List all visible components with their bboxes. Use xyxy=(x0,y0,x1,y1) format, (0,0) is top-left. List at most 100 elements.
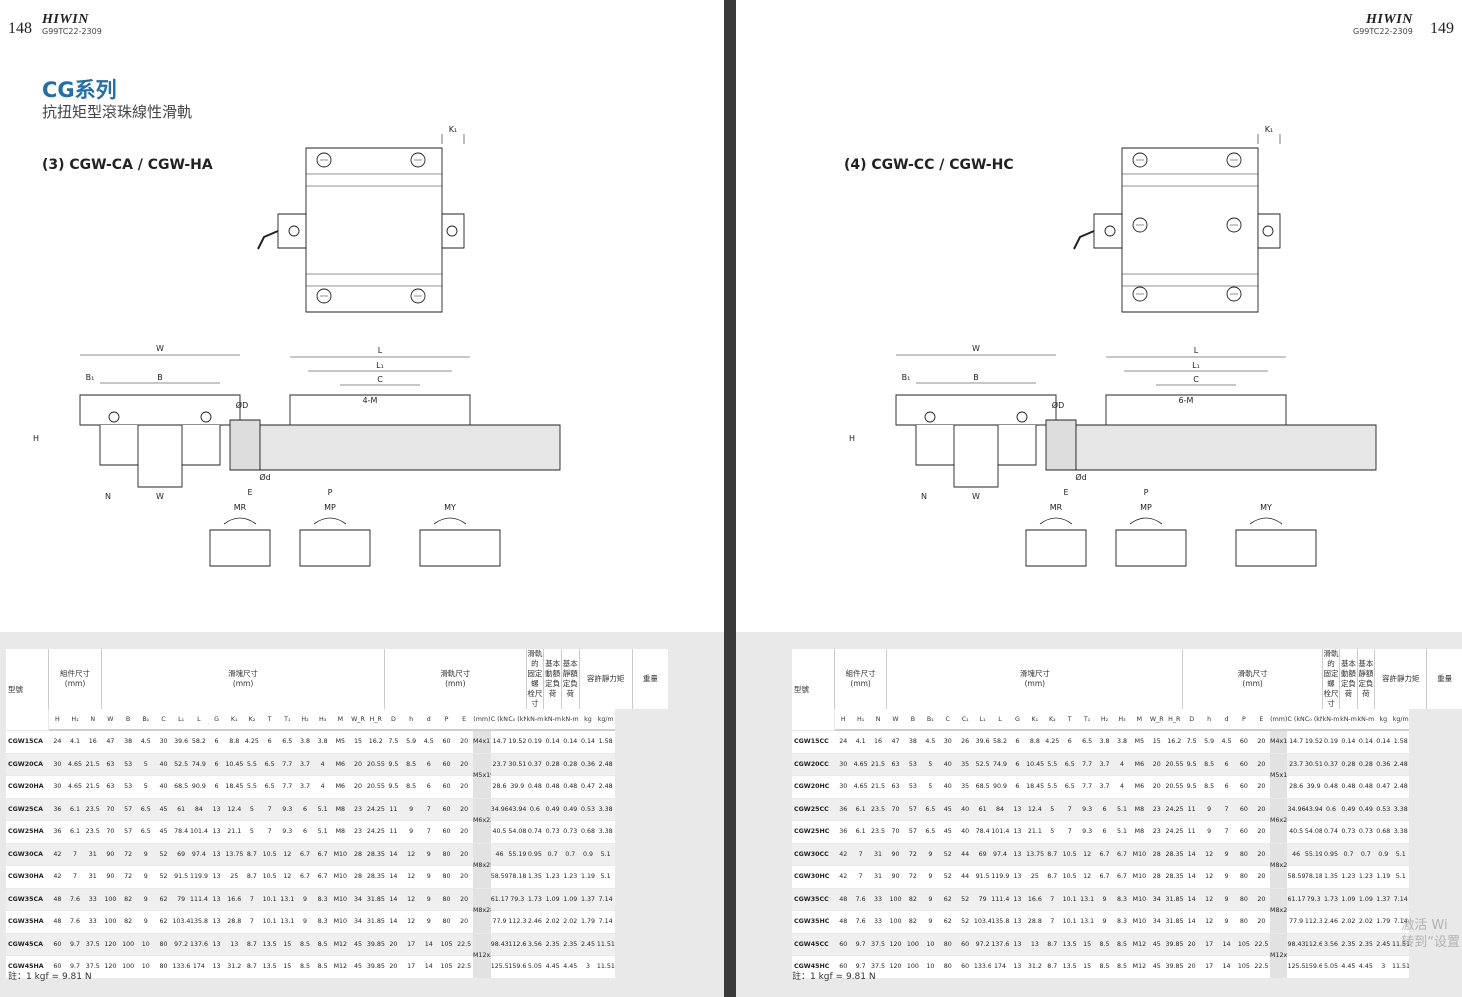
value-cell: 60 xyxy=(48,932,67,956)
value-cell: 3.7 xyxy=(296,752,314,776)
model-cell: CGW20HA xyxy=(6,775,49,798)
value-cell: 90 xyxy=(101,842,120,866)
value-cell: M12 xyxy=(1130,932,1149,956)
value-cell: 13 xyxy=(1026,932,1044,956)
value-cell: 10.45 xyxy=(1026,752,1044,776)
value-cell: 55.19 xyxy=(508,842,527,866)
col-header: kg/m xyxy=(596,709,615,731)
moment-icon xyxy=(1116,530,1186,566)
value-cell: 2.02 xyxy=(543,910,562,933)
value-cell: 6 xyxy=(296,797,314,821)
value-cell: 0.19 xyxy=(526,729,544,753)
value-cell: 11 xyxy=(1182,797,1201,821)
dimension-label: W xyxy=(972,492,980,501)
value-cell: 52 xyxy=(154,842,173,866)
col-header: kN-m xyxy=(1322,709,1340,731)
value-cell: 0.14 xyxy=(579,729,597,753)
value-cell: 2.48 xyxy=(1392,775,1410,798)
value-cell: 8.5 xyxy=(313,955,332,978)
grease-nipple xyxy=(258,231,278,249)
value-cell: 52 xyxy=(939,865,957,888)
value-cell: 80 xyxy=(154,955,173,978)
value-cell: 9 xyxy=(136,865,155,888)
value-cell: 14 xyxy=(1217,932,1236,956)
value-cell: 60 xyxy=(437,729,456,753)
col-header: B xyxy=(904,709,922,731)
value-cell: 101.4 xyxy=(190,820,208,843)
value-cell: 120 xyxy=(886,955,905,978)
value-cell: 24.25 xyxy=(1165,797,1183,821)
col-header: W_R xyxy=(349,709,367,731)
value-cell: 0.36 xyxy=(579,752,597,776)
value-cell: 12 xyxy=(1200,865,1218,888)
value-cell: 36 xyxy=(834,820,852,843)
moment-label: MP xyxy=(324,503,336,512)
dimension-label: L₁ xyxy=(1192,361,1200,370)
value-cell: M10 xyxy=(1130,910,1149,933)
value-cell: 1.09 xyxy=(1339,887,1358,911)
col-header: H₂ xyxy=(1095,709,1114,731)
value-cell: 13.75 xyxy=(225,842,244,866)
value-cell: 1.09 xyxy=(543,887,562,911)
value-cell: 46 xyxy=(490,842,509,866)
value-cell: 9.3 xyxy=(1078,797,1096,821)
model-cell: CGW35HA xyxy=(6,910,49,933)
drawing-line xyxy=(109,412,119,422)
value-cell: 13.1 xyxy=(1078,887,1096,911)
col-header: P xyxy=(1235,709,1253,731)
value-cell: 7.14 xyxy=(596,887,615,911)
value-cell: 48 xyxy=(48,910,67,933)
value-cell: 1.09 xyxy=(1357,887,1375,911)
value-cell: 8.7 xyxy=(243,842,261,866)
value-cell: 12 xyxy=(402,887,420,911)
value-cell: 137.6 xyxy=(991,932,1009,956)
value-cell: 11.51 xyxy=(596,932,615,956)
value-cell: 0.48 xyxy=(1339,775,1358,798)
value-cell: 112.66 xyxy=(1304,932,1323,956)
value-cell: 28.35 xyxy=(366,842,385,866)
rail-cross-hatch xyxy=(1046,420,1076,470)
value-cell: 12 xyxy=(278,865,297,888)
value-cell: 54.08 xyxy=(1304,820,1323,843)
value-cell: 42 xyxy=(834,842,852,866)
value-cell: 7.14 xyxy=(1392,887,1410,911)
value-cell: 28.35 xyxy=(1165,865,1183,888)
right-page: HIWIN G99TC22-2309 149 (4) CGW-CC / CGW-… xyxy=(736,0,1462,997)
value-cell: 13 xyxy=(207,955,226,978)
dimension-label: B xyxy=(973,373,979,382)
value-cell: 31 xyxy=(83,865,102,888)
model-cell: CGW25HC xyxy=(792,820,835,843)
moment-arrow xyxy=(1040,518,1072,524)
value-cell: 9 xyxy=(1217,887,1236,911)
brand-logo: HIWIN xyxy=(42,12,89,27)
value-cell: 0.74 xyxy=(1322,820,1340,843)
value-cell: 1.58 xyxy=(596,729,615,753)
value-cell: 7 xyxy=(260,820,279,843)
col-header: H₁ xyxy=(851,709,870,731)
value-cell: 0.95 xyxy=(1322,842,1340,866)
value-cell: 12 xyxy=(1078,842,1096,866)
value-cell: 58.59 xyxy=(490,865,509,888)
value-cell: 3 xyxy=(1374,955,1392,978)
col-header: E xyxy=(1252,709,1271,731)
value-cell: 6.5 xyxy=(921,797,940,821)
value-cell: 6 xyxy=(419,775,438,798)
value-cell: 9 xyxy=(921,887,940,911)
value-cell: 3.8 xyxy=(296,729,314,753)
value-cell: 15 xyxy=(1078,955,1096,978)
value-cell: 7.6 xyxy=(66,910,84,933)
value-cell: 0.49 xyxy=(543,797,562,821)
value-cell: 2.02 xyxy=(1357,910,1375,933)
value-cell: 20 xyxy=(349,775,367,798)
value-cell: 31.85 xyxy=(1165,887,1183,911)
dimension-label: C xyxy=(1193,375,1199,384)
value-cell: 20 xyxy=(384,932,403,956)
value-cell: 34 xyxy=(349,887,367,911)
value-cell: M8 xyxy=(331,820,350,843)
value-cell: 0.6 xyxy=(526,797,544,821)
value-cell: 60 xyxy=(1235,752,1253,776)
value-cell: 8.8 xyxy=(1026,729,1044,753)
